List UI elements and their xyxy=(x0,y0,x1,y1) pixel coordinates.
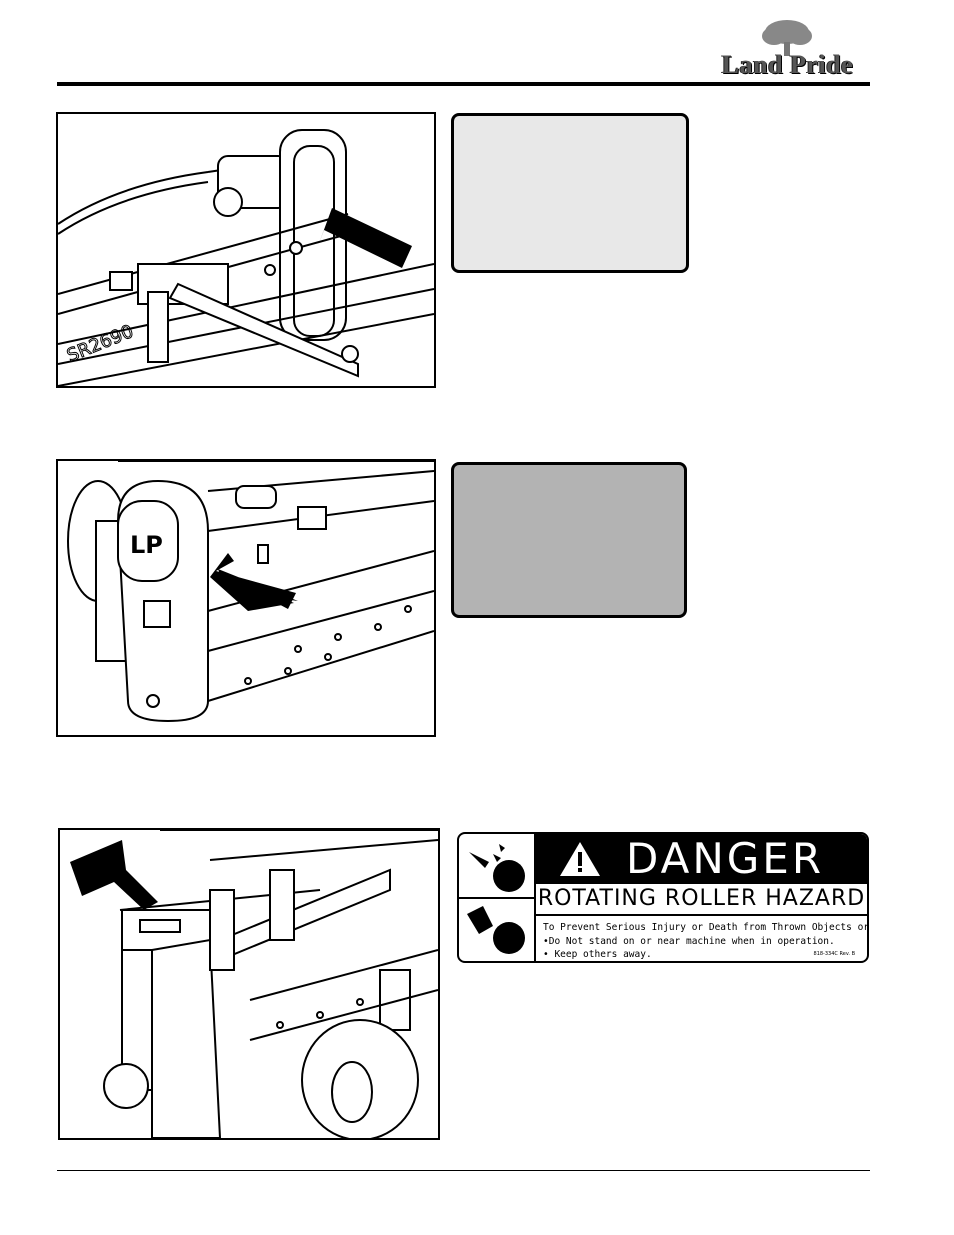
footer-rule xyxy=(57,1170,870,1171)
gearbox-illustration: SR2690 xyxy=(58,129,434,386)
figure-gearbox-motor: SR2690 xyxy=(56,112,436,388)
decal-location-illustration xyxy=(70,830,438,1138)
figure-decal-location xyxy=(58,828,440,1140)
cover-emblem: LP xyxy=(130,531,163,559)
hazard-title: ROTATING ROLLER HAZARD xyxy=(536,884,867,916)
decal-line-3: • Keep others away. xyxy=(543,949,652,960)
signal-word: DANGER xyxy=(626,834,825,883)
notice-box-1 xyxy=(451,113,689,273)
decal-line-1: To Prevent Serious Injury or Death from … xyxy=(543,922,869,933)
tree-icon xyxy=(762,20,812,56)
chain-cover-illustration: LP xyxy=(67,461,434,723)
brand-name: Land Pride xyxy=(721,50,854,79)
part-code: 818-334C Rev. B xyxy=(813,951,855,957)
roller-contact-icon xyxy=(467,906,525,954)
model-stencil: SR2690 xyxy=(64,321,137,367)
danger-decal: DANGER ROTATING ROLLER HAZARD To Prevent… xyxy=(457,832,869,963)
decal-line-2: •Do Not stand on or near machine when in… xyxy=(543,936,835,947)
thrown-object-icon xyxy=(469,844,525,892)
brand-logo: Land Pride xyxy=(700,18,875,80)
notice-box-2 xyxy=(451,462,687,618)
pointer-arrow xyxy=(70,840,158,910)
warning-triangle-icon xyxy=(560,842,600,876)
pointer-arrow xyxy=(318,208,412,268)
figure-chain-cover: LP xyxy=(56,459,436,737)
decal-header: DANGER xyxy=(536,834,867,884)
decal-pictograms xyxy=(459,834,536,961)
header-rule xyxy=(57,82,870,86)
